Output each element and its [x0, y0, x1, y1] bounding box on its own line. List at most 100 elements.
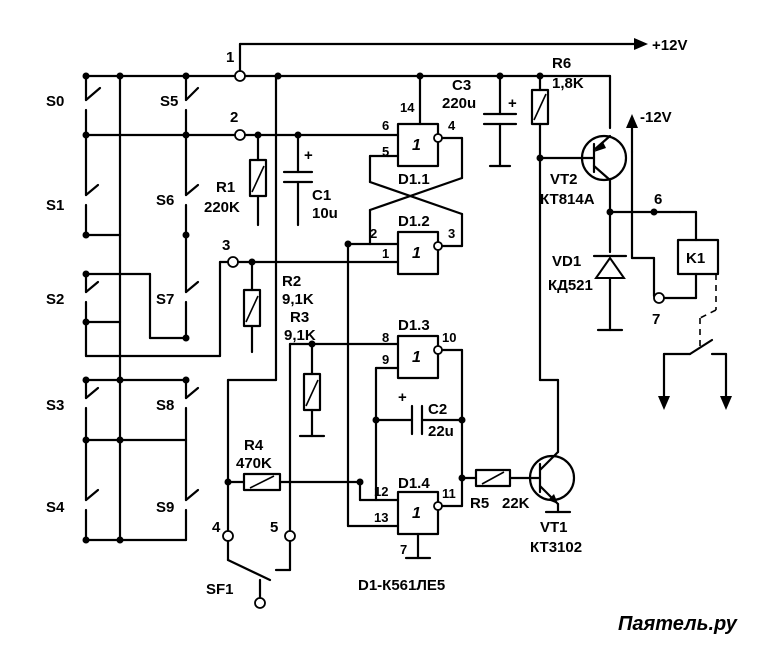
- relay-contact: [658, 338, 732, 410]
- switch-s3[interactable]: [84, 386, 100, 400]
- switch-s5-label: S5: [160, 93, 178, 110]
- switch-s7[interactable]: [184, 280, 200, 294]
- transistor-vt1: VT1 КТ3102: [528, 378, 582, 556]
- resistor-r4-name: R4: [244, 437, 264, 454]
- switch-s1[interactable]: [84, 183, 100, 197]
- capacitor-c1-name: C1: [312, 187, 331, 204]
- capacitor-c2-value: 22u: [428, 423, 454, 440]
- resistor-r5-name: R5: [470, 495, 489, 512]
- watermark: Паятель.ру: [618, 613, 738, 635]
- svg-text:8: 8: [382, 330, 389, 345]
- node-1-label: 1: [226, 49, 234, 66]
- switch-s7-label: S7: [156, 291, 174, 308]
- resistor-r3-value: 9,1K: [284, 327, 316, 344]
- switch-s6[interactable]: [184, 183, 200, 197]
- svg-text:+: +: [508, 95, 517, 112]
- relay-k1-name: K1: [686, 250, 705, 267]
- resistor-r1-name: R1: [216, 179, 235, 196]
- switch-s9[interactable]: [184, 488, 200, 502]
- capacitor-c3-name: C3: [452, 77, 471, 94]
- switch-s2-label: S2: [46, 291, 64, 308]
- supply-positive-label: +12V: [652, 37, 687, 54]
- transistor-vt1-type: КТ3102: [530, 539, 582, 556]
- node-3-label: 3: [222, 237, 230, 254]
- supply-positive-rail: +12V 1: [84, 37, 687, 82]
- gate-d1-4-name: D1.4: [398, 475, 430, 492]
- svg-text:4: 4: [448, 118, 456, 133]
- switch-sf1-label: SF1: [206, 581, 234, 598]
- resistor-r2-name: R2: [282, 273, 301, 290]
- svg-text:1: 1: [412, 505, 421, 522]
- svg-text:1: 1: [412, 349, 421, 366]
- gate-d1-1-name: D1.1: [398, 171, 430, 188]
- svg-text:10: 10: [442, 330, 456, 345]
- switch-s8[interactable]: [184, 386, 200, 400]
- resistor-r3-name: R3: [290, 309, 309, 326]
- resistor-r4-value: 470K: [236, 455, 272, 472]
- gate-d1-3-name: D1.3: [398, 317, 430, 334]
- svg-text:14: 14: [400, 100, 415, 115]
- diode-vd1-name: VD1: [552, 253, 581, 270]
- svg-text:1: 1: [382, 246, 389, 261]
- transistor-vt1-name: VT1: [540, 519, 568, 536]
- svg-text:6: 6: [382, 118, 389, 133]
- resistor-r2: R2 9,1K: [242, 260, 314, 354]
- node-4-label: 4: [212, 519, 221, 536]
- resistor-r5: R5 22K: [460, 468, 542, 512]
- switch-s6-label: S6: [156, 192, 174, 209]
- resistor-r1-value: 220K: [204, 199, 240, 216]
- resistor-r4: R4 470K: [226, 437, 362, 492]
- node-6-label: 6: [654, 191, 662, 208]
- switch-s0-label: S0: [46, 93, 64, 110]
- svg-text:+: +: [398, 389, 407, 406]
- svg-text:5: 5: [382, 144, 389, 159]
- keypad: S0 S1 S2 S3: [46, 72, 238, 544]
- switch-s0[interactable]: [84, 86, 102, 102]
- diode-vd1-type: КД521: [548, 277, 593, 294]
- svg-text:9: 9: [382, 352, 389, 367]
- svg-text:+: +: [304, 147, 313, 164]
- capacitor-c3: + C3 220u: [442, 74, 518, 168]
- capacitor-c2: + C2 22u: [374, 389, 464, 440]
- resistor-r6-value: 1,8K: [552, 75, 584, 92]
- resistor-r3: R3 9,1K: [284, 309, 326, 438]
- switch-s2[interactable]: [84, 280, 100, 294]
- relay-k1: K1: [662, 210, 720, 346]
- switch-s1-label: S1: [46, 197, 64, 214]
- diode-vd1: VD1 КД521: [548, 253, 628, 332]
- gate-d1-2: 1 2 1 3 D1.2: [370, 213, 455, 276]
- supply-negative-label: -12V: [640, 109, 672, 126]
- switch-s5[interactable]: [184, 86, 200, 102]
- switch-sf1[interactable]: SF1: [206, 539, 292, 609]
- switch-s4[interactable]: [84, 488, 100, 502]
- node-5-label: 5: [270, 519, 278, 536]
- resistor-r1: R1 220K: [204, 133, 268, 227]
- node-2-label: 2: [230, 109, 238, 126]
- switch-s3-label: S3: [46, 397, 64, 414]
- svg-text:11: 11: [442, 486, 456, 501]
- svg-text:1: 1: [412, 245, 421, 262]
- svg-text:3: 3: [448, 226, 455, 241]
- switch-s4-label: S4: [46, 499, 65, 516]
- switch-s9-label: S9: [156, 499, 174, 516]
- transistor-vt2-name: VT2: [550, 171, 578, 188]
- gate-d1-1: 1 6 5 4 14 D1.1: [382, 74, 456, 188]
- gate-d1-4: 1 12 13 11 7 D1.4: [374, 475, 456, 560]
- transistor-vt2-type: КТ814А: [540, 191, 595, 208]
- chip-label: D1-К561ЛЕ5: [358, 577, 445, 594]
- transistor-vt2: VT2 КТ814А: [538, 134, 628, 214]
- svg-text:2: 2: [370, 226, 377, 241]
- svg-text:1: 1: [412, 137, 421, 154]
- svg-text:7: 7: [400, 542, 407, 557]
- resistor-r6: R6 1,8K: [530, 55, 584, 382]
- capacitor-c2-name: C2: [428, 401, 447, 418]
- switch-s8-label: S8: [156, 397, 174, 414]
- gate-d1-2-name: D1.2: [398, 213, 430, 230]
- svg-text:12: 12: [374, 484, 388, 499]
- svg-text:13: 13: [374, 510, 388, 525]
- resistor-r6-name: R6: [552, 55, 571, 72]
- capacitor-c1: + C1 10u: [282, 133, 338, 227]
- resistor-r2-value: 9,1K: [282, 291, 314, 308]
- gate-d1-3: 1 8 9 10 D1.3: [382, 317, 456, 380]
